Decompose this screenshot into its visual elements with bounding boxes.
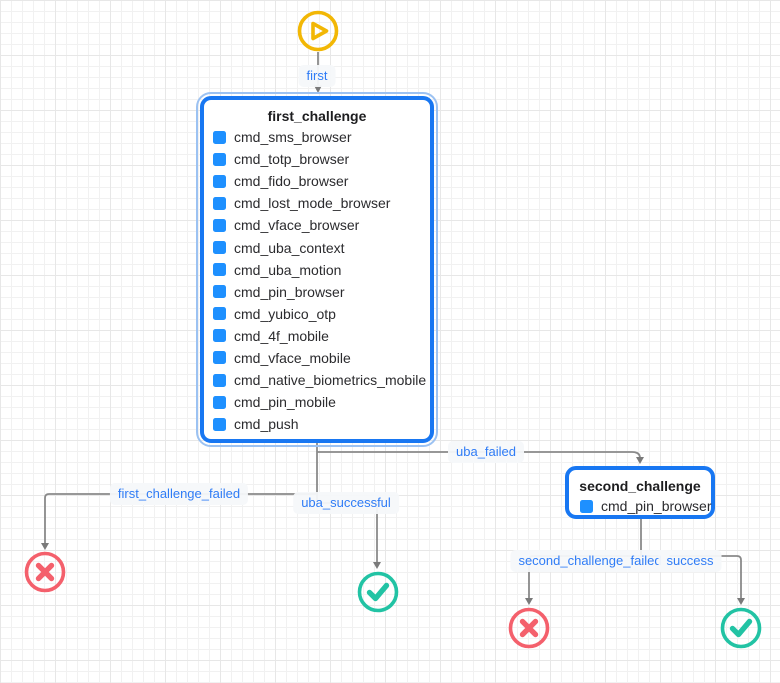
edge-uba-failed-arrow (636, 457, 644, 464)
command-label: cmd_uba_context (234, 239, 345, 256)
command-item[interactable]: cmd_vface_browser (204, 214, 430, 236)
success-check-icon[interactable] (356, 570, 400, 614)
command-label: cmd_yubico_otp (234, 305, 336, 322)
command-icon (213, 373, 226, 387)
command-item[interactable]: cmd_totp_browser (204, 148, 430, 170)
edge-second-challenge-failed-arrow (525, 598, 533, 605)
command-label: cmd_4f_mobile (234, 327, 329, 344)
edge-label-uba-successful[interactable]: uba_successful (293, 492, 399, 514)
command-item[interactable]: cmd_sms_browser (204, 126, 430, 148)
command-item[interactable]: cmd_4f_mobile (204, 325, 430, 347)
command-icon (213, 218, 226, 232)
command-item[interactable]: cmd_push (204, 413, 430, 435)
command-item[interactable]: cmd_yubico_otp (204, 303, 430, 325)
failure-x-icon[interactable] (23, 550, 67, 594)
command-item[interactable]: cmd_uba_context (204, 236, 430, 258)
command-icon (213, 152, 226, 166)
edge-first-challenge-failed-arrow (41, 543, 49, 550)
command-icon (213, 130, 226, 144)
edge-uba-successful-arrow (373, 562, 381, 569)
command-label: cmd_pin_browser (601, 498, 712, 514)
edge-label-second-challenge-failed[interactable]: second_challenge_failed (510, 550, 670, 572)
edge-uba-failed-line[interactable] (317, 451, 641, 459)
command-item[interactable]: cmd_fido_browser (204, 170, 430, 192)
edge-first-arrow (314, 85, 322, 93)
command-item[interactable]: cmd_vface_mobile (204, 347, 430, 369)
command-label: cmd_sms_browser (234, 129, 352, 146)
edge-label-success[interactable]: success (658, 550, 722, 572)
command-icon (213, 395, 226, 409)
command-item[interactable]: cmd_lost_mode_browser (204, 192, 430, 214)
command-label: cmd_vface_browser (234, 217, 360, 234)
command-label: cmd_uba_motion (234, 261, 342, 278)
command-icon (213, 351, 226, 365)
command-icon (213, 263, 226, 277)
command-icon (213, 417, 226, 431)
edge-label-first-challenge-failed[interactable]: first_challenge_failed (109, 483, 249, 505)
failure-x-icon[interactable] (507, 606, 551, 650)
node-second-challenge[interactable]: second_challenge cmd_pin_browser (565, 466, 715, 519)
command-icon (213, 329, 226, 343)
command-item[interactable]: cmd_uba_motion (204, 259, 430, 281)
node-first-challenge[interactable]: first_challenge cmd_sms_browser cmd_totp… (196, 92, 438, 447)
edge-success-arrow (737, 598, 745, 605)
command-icon (213, 285, 226, 299)
command-icon (580, 499, 593, 513)
command-label: cmd_totp_browser (234, 151, 350, 168)
command-label: cmd_pin_mobile (234, 394, 336, 411)
command-label: cmd_lost_mode_browser (234, 195, 391, 212)
command-item[interactable]: cmd_pin_browser (204, 281, 430, 303)
node-title: first_challenge (267, 108, 367, 124)
command-label: cmd_push (234, 416, 299, 433)
command-item[interactable]: cmd_pin_browser (569, 496, 712, 516)
command-item[interactable]: cmd_native_biometrics_mobile (204, 369, 430, 391)
command-icon (213, 307, 226, 321)
edge-label-uba-failed[interactable]: uba_failed (448, 441, 524, 463)
command-icon (213, 196, 226, 210)
success-check-icon[interactable] (719, 606, 763, 650)
command-label: cmd_fido_browser (234, 173, 349, 190)
command-label: cmd_pin_browser (234, 283, 345, 300)
command-label: cmd_vface_mobile (234, 349, 351, 366)
start-play-icon[interactable] (296, 9, 340, 53)
command-item[interactable]: cmd_pin_mobile (204, 391, 430, 413)
node-title: second_challenge (579, 478, 701, 494)
edge-label-first[interactable]: first (298, 65, 336, 87)
command-icon (213, 241, 226, 255)
edge-first-challenge-failed-line[interactable] (44, 493, 317, 543)
edge-success-line[interactable] (641, 555, 742, 598)
command-label: cmd_native_biometrics_mobile (234, 372, 427, 389)
command-icon (213, 174, 226, 188)
